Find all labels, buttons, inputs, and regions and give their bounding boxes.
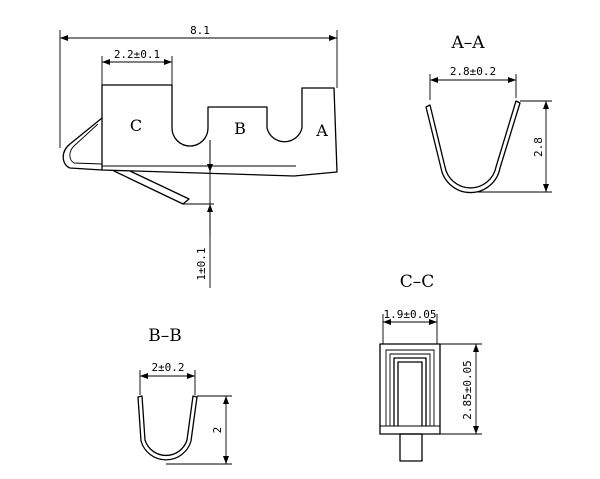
section-cc-title: C–C bbox=[400, 272, 435, 292]
section-bb-title: B–B bbox=[148, 326, 182, 346]
section-cc-height-label: 2.85±0.05 bbox=[461, 360, 474, 420]
section-letter-a: A bbox=[315, 121, 328, 140]
section-letter-c: C bbox=[130, 116, 142, 135]
section-aa-profile bbox=[425, 100, 521, 194]
section-a-a: A–A 2.8±0.2 2.8 bbox=[425, 33, 552, 194]
terminal-hook-inner bbox=[69, 123, 103, 165]
terminal-lance bbox=[113, 170, 190, 205]
terminal-hook bbox=[62, 117, 103, 171]
terminal-body-outline bbox=[101, 84, 338, 177]
section-b-b: B–B 2±0.2 2 bbox=[137, 326, 232, 465]
section-cc-width-label: 1.9±0.05 bbox=[384, 308, 437, 321]
section-cc-inner-wall bbox=[385, 349, 435, 426]
section-bb-profile bbox=[137, 395, 198, 461]
section-c-c: C–C 1.9±0.05 2.85±0.05 bbox=[379, 272, 482, 462]
offset-label: 1±0.1 bbox=[195, 247, 208, 280]
section-cc-inner-wall-2 bbox=[389, 353, 431, 426]
section-letter-b: B bbox=[234, 119, 246, 138]
section-aa-title: A–A bbox=[450, 33, 485, 53]
overall-length-label: 8.1 bbox=[190, 24, 210, 37]
section-c-width-label: 2.2±0.1 bbox=[114, 48, 160, 61]
section-bb-width-label: 2±0.2 bbox=[151, 361, 184, 374]
section-aa-height-label: 2.8 bbox=[532, 137, 545, 157]
section-aa-width-label: 2.8±0.2 bbox=[450, 65, 496, 78]
section-cc-contact bbox=[393, 357, 427, 427]
section-bb-height-label: 2 bbox=[211, 427, 224, 434]
side-view: 8.1 2.2±0.1 1±0.1 C B A bbox=[59, 24, 338, 288]
section-cc-stem bbox=[399, 433, 423, 462]
